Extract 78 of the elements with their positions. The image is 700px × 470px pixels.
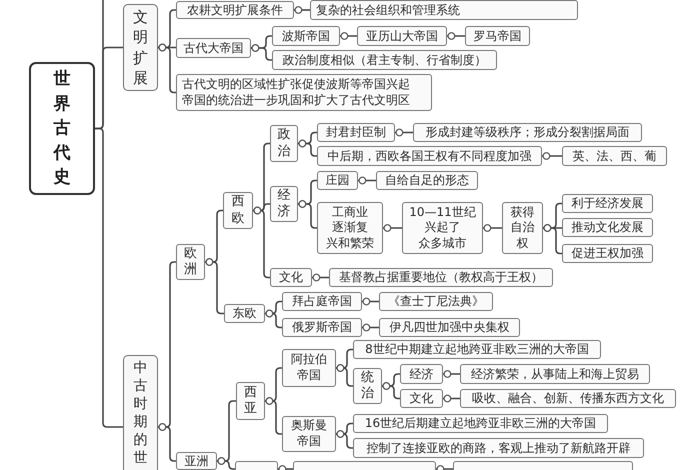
topic-box: 形成封建等级秩序；形成分裂割据局面 <box>413 123 642 142</box>
topic-box: 推动文化发展 <box>562 218 653 237</box>
connector-line <box>265 310 282 328</box>
topic-box: 亚洲 <box>176 452 217 470</box>
connector-line <box>483 224 502 232</box>
topic-box <box>235 461 278 470</box>
topic-box: 文化 <box>270 268 312 287</box>
topic-box: 8世纪中期建立起地跨亚非欧三洲的大帝国 <box>353 340 601 359</box>
topic-box: 庄园 <box>317 171 358 190</box>
topic-box: 西欧 <box>223 192 253 229</box>
topic-box <box>293 461 436 470</box>
topic-box: 政治 <box>270 125 298 162</box>
connector-line <box>251 44 272 61</box>
connector-line <box>362 298 379 306</box>
connector-line <box>362 324 379 332</box>
topic-box: 经济 <box>270 186 298 222</box>
topic-box: 工商业逐渐复兴和繁荣 <box>317 202 383 254</box>
topic-box: 拜占庭帝国 <box>282 292 362 311</box>
connector-line <box>543 224 562 254</box>
topic-box: 利于经济发展 <box>562 194 653 213</box>
connector-line <box>298 140 317 157</box>
topic-box: 伊凡四世加强中央集权 <box>379 318 520 337</box>
topic-box: 政治制度相似（君主专制、行省制度） <box>272 50 497 70</box>
topic-box: 经济繁荣，从事陆上和海上贸易 <box>460 364 650 384</box>
connector-line <box>382 382 400 400</box>
connector-line <box>340 32 357 40</box>
topic-box: 基督教占据重要地位（教权高于王权） <box>329 268 553 287</box>
topic-box: 英、法、西、葡 <box>562 146 667 166</box>
connector-line <box>278 465 293 470</box>
connector-line <box>294 6 310 14</box>
topic-box: 罗马帝国 <box>465 26 530 46</box>
connector-line <box>358 176 376 184</box>
connector-line <box>542 152 562 160</box>
topic-box: 欧洲 <box>176 244 205 280</box>
connector-line <box>265 397 282 435</box>
connector-line <box>383 224 402 232</box>
connector-line <box>336 430 353 449</box>
topic-box: 亚历山大帝国 <box>357 26 447 46</box>
connector-line <box>205 258 224 314</box>
topic-box: 古代大帝国 <box>176 38 251 58</box>
connector-line <box>443 394 460 402</box>
topic-box: 16世纪后期建立起地跨亚非欧三洲的大帝国 <box>353 414 608 433</box>
topic-box: 俄罗斯帝国 <box>282 318 362 337</box>
topic-box: 控制了连接亚欧的商路，客观上推动了新航路开辟 <box>353 438 644 458</box>
topic-box: 促进王权加强 <box>562 244 653 263</box>
connector-line <box>312 274 329 282</box>
topic-box: 东欧 <box>224 304 265 323</box>
connector-line <box>158 44 176 94</box>
connector-line <box>158 423 176 462</box>
topic-box: 自给自足的形态 <box>376 171 478 190</box>
topic-box: 《查士丁尼法典》 <box>379 292 493 311</box>
topic-box: 经济 <box>400 364 443 384</box>
main-topic-box: 中古时期的世 <box>123 355 158 470</box>
topic-box: 波斯帝国 <box>272 26 340 46</box>
connector-line <box>447 32 465 40</box>
topic-box <box>453 461 633 470</box>
topic-box: 封君封臣制 <box>317 123 395 142</box>
topic-box: 古代文明的区域性扩张促使波斯等帝国兴起帝国的统治进一步巩固和扩大了古代文明区 <box>176 74 432 111</box>
topic-box: 获得自治权 <box>502 202 543 254</box>
topic-box: 奥斯曼帝国 <box>282 416 336 452</box>
topic-box: 西亚 <box>236 382 265 420</box>
connector-line <box>95 0 104 130</box>
topic-box: 统治 <box>353 368 382 404</box>
connector-line <box>436 465 453 470</box>
topic-box: 中后期，西欧各国王权有不同程度加强 <box>317 146 542 166</box>
topic-box: 阿拉伯帝国 <box>282 349 336 387</box>
connector-line <box>443 370 460 378</box>
topic-box: 农耕文明扩展条件 <box>176 1 294 19</box>
main-topic-box: 文明扩展 <box>123 4 158 91</box>
connector-line <box>395 128 413 136</box>
connector-line <box>336 364 353 387</box>
connector-line <box>217 457 235 470</box>
connector-line <box>253 206 270 278</box>
topic-box: 文化 <box>400 389 443 408</box>
topic-box: 复杂的社会组织和管理系统 <box>310 0 578 20</box>
central-topic-box: 世界古代史 <box>29 62 95 195</box>
topic-box: 吸收、融合、创新、传播东西方文化 <box>460 389 676 408</box>
topic-box: 10—11世纪兴起了众多城市 <box>402 202 483 254</box>
